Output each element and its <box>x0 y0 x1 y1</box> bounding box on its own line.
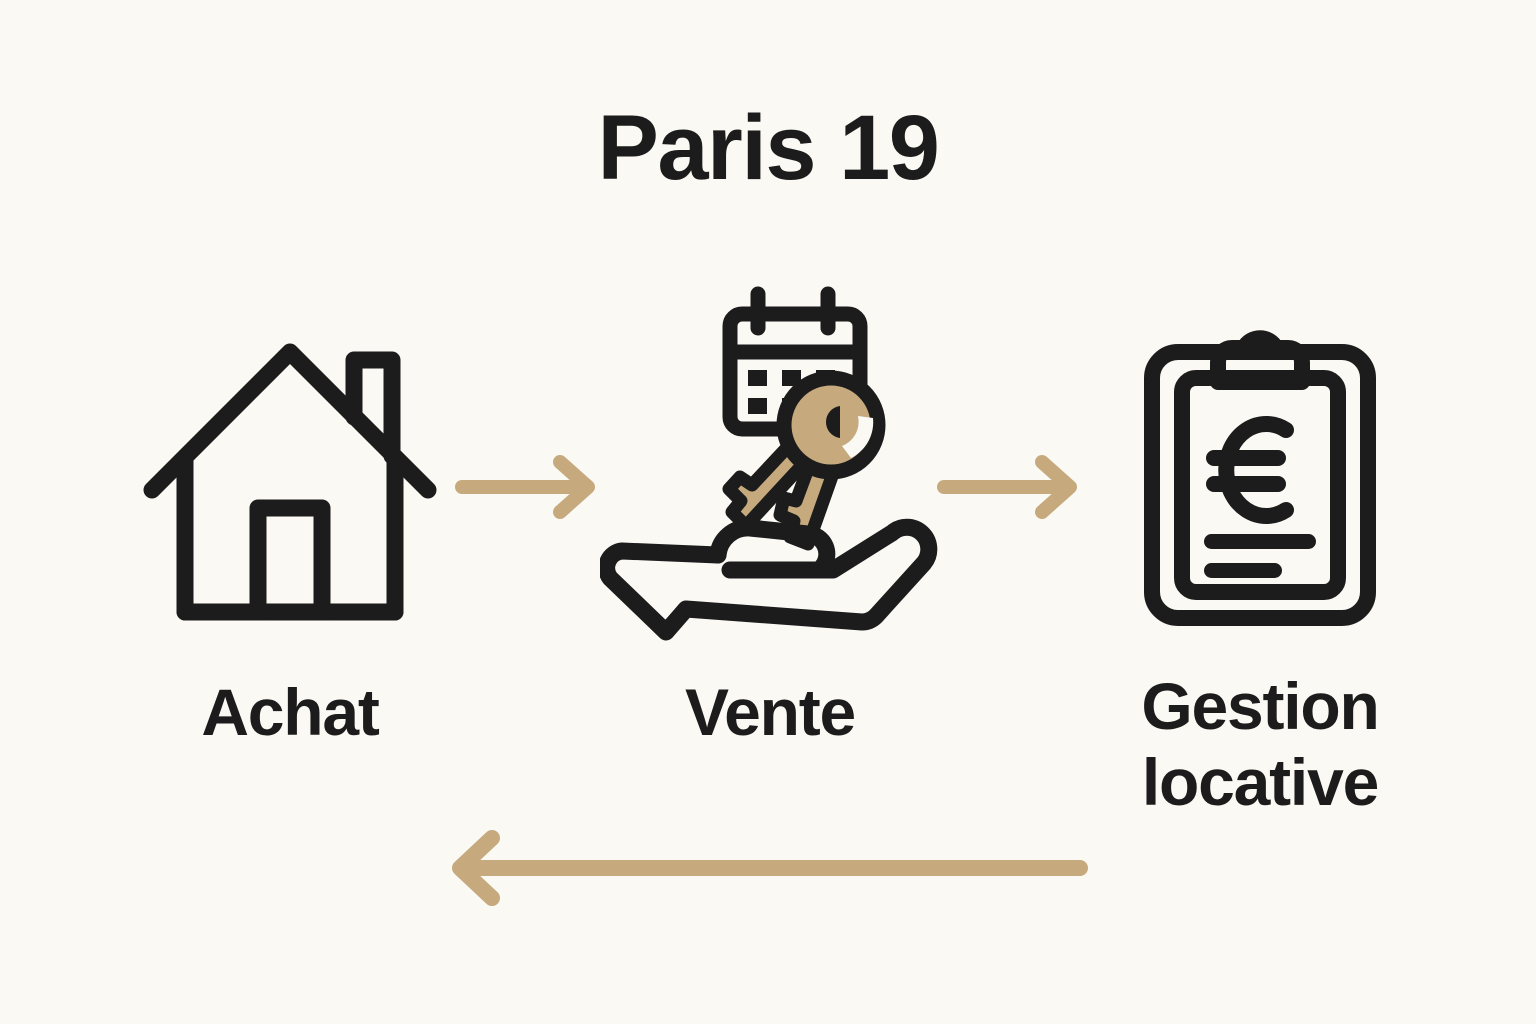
step-vente-label: Vente <box>684 675 856 749</box>
step-gestion-label: Gestion locative <box>1141 669 1379 819</box>
hand-holding-keys-calendar-icon <box>600 286 938 641</box>
arrow-vente-to-gestion-icon <box>937 455 1077 519</box>
open-hand-icon <box>600 518 938 641</box>
euro-symbol-icon <box>1206 416 1294 524</box>
step-achat: Achat <box>60 330 520 750</box>
step-achat-label: Achat <box>201 675 380 749</box>
house-icon <box>143 343 437 621</box>
document-lines <box>1204 534 1316 578</box>
step-gestion: Gestion locative <box>1020 320 1500 820</box>
keys-icon <box>722 370 886 551</box>
arrow-achat-to-vente-icon <box>455 455 595 519</box>
step-vente: Vente <box>540 282 1000 750</box>
arrow-gestion-to-achat-icon <box>452 830 1088 906</box>
clipboard-euro-icon <box>1144 330 1376 626</box>
page-title: Paris 19 <box>597 97 940 199</box>
